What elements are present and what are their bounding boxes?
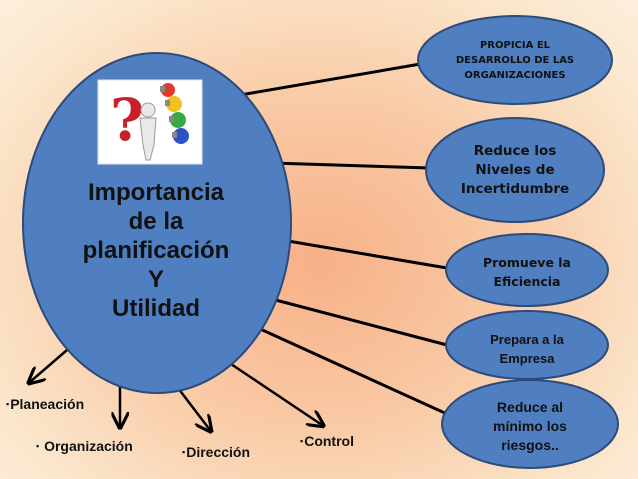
arrow-direccion bbox=[177, 387, 210, 430]
benefit-line: ORGANIZACIONES bbox=[464, 70, 566, 81]
function-control: ▪Control bbox=[300, 433, 354, 449]
benefit-oval-1 bbox=[417, 15, 613, 105]
arrow-control bbox=[227, 360, 322, 425]
benefit-oval-4 bbox=[445, 310, 609, 380]
center-ellipse bbox=[22, 52, 292, 394]
bullet-icon: ▪ bbox=[182, 447, 186, 457]
function-organizacion: ▪ Organización bbox=[36, 438, 133, 454]
benefit-line: Incertidumbre bbox=[460, 181, 570, 197]
center-title-line: Y bbox=[147, 266, 164, 293]
benefit-text-1: PROPICIA EL DESARROLLO DE LAS ORGANIZACI… bbox=[440, 38, 590, 83]
connector-line-4 bbox=[267, 296, 448, 347]
benefit-line: PROPICIA EL bbox=[479, 40, 551, 51]
connector-line-5 bbox=[257, 326, 448, 416]
bullet-icon: ▪ bbox=[300, 436, 304, 446]
benefit-oval-5 bbox=[441, 379, 619, 469]
benefit-line: riesgos.. bbox=[501, 437, 559, 453]
benefit-text-2: Reduce los Niveles de Incertidumbre bbox=[445, 142, 585, 199]
benefit-text-3: Promueve la Eficiencia bbox=[462, 253, 592, 291]
benefit-line: Reduce al bbox=[496, 399, 564, 415]
benefit-line: Promueve la bbox=[482, 255, 571, 270]
benefit-line: DESARROLLO DE LAS bbox=[455, 55, 575, 66]
question-figure-image: ? bbox=[97, 79, 203, 165]
function-label: Control bbox=[304, 433, 354, 449]
benefit-line: Eficiencia bbox=[493, 274, 561, 289]
benefit-oval-3 bbox=[445, 233, 609, 307]
center-title-line: Utilidad bbox=[112, 295, 200, 322]
benefit-line: Empresa bbox=[499, 351, 555, 366]
arrow-planeacion bbox=[30, 349, 68, 382]
function-label: Planeación bbox=[10, 396, 85, 412]
benefit-text-5: Reduce al mínimo los riesgos.. bbox=[465, 398, 595, 455]
function-label: Organización bbox=[44, 438, 133, 454]
bullet-icon: ▪ bbox=[36, 441, 40, 451]
benefit-oval-2 bbox=[425, 117, 605, 223]
center-title-line: de la bbox=[128, 208, 184, 235]
function-label: Dirección bbox=[186, 444, 251, 460]
svg-text:?: ? bbox=[110, 86, 144, 154]
center-title-line: Importancia bbox=[87, 179, 225, 206]
benefit-line: Prepara a la bbox=[490, 332, 564, 347]
benefit-line: Reduce los bbox=[473, 143, 557, 159]
function-direccion: ▪Dirección bbox=[182, 444, 250, 460]
benefit-line: mínimo los bbox=[493, 418, 567, 434]
benefit-line: Niveles de bbox=[475, 162, 555, 178]
center-title: Importancia de la planificación Y Utilid… bbox=[62, 178, 250, 323]
connector-line-3 bbox=[281, 238, 448, 270]
connector-line-2 bbox=[271, 161, 431, 170]
bullet-icon: ▪ bbox=[6, 399, 10, 409]
function-planeacion: ▪Planeación bbox=[6, 396, 84, 412]
connector-line-1 bbox=[239, 60, 433, 97]
center-title-line: planificación bbox=[82, 237, 230, 264]
benefit-text-4: Prepara a la Empresa bbox=[462, 330, 592, 368]
